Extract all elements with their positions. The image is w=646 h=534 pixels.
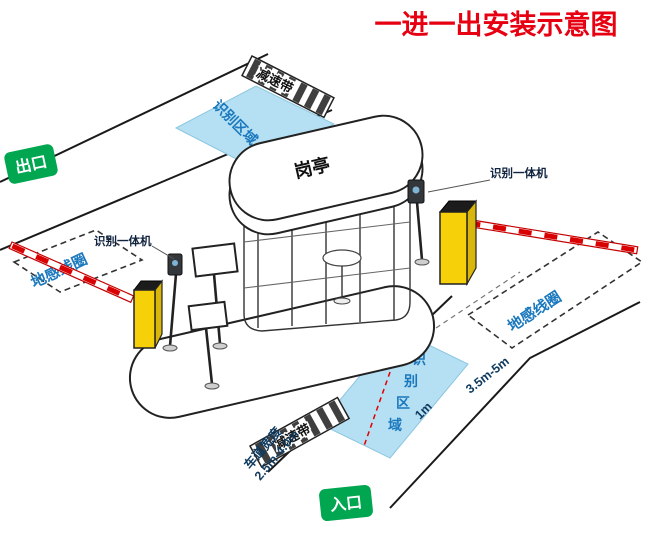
entry-lane-right-edge (389, 301, 641, 509)
coil-distance-label: 3.5m-5m (463, 354, 512, 396)
barrier-left (8, 241, 164, 349)
barrier-left-cabinet (133, 289, 156, 349)
recognition-zone-top: 识别区域 (174, 85, 336, 169)
sign-board-large (191, 242, 239, 278)
recognition-zone-bottom-char2: 别 (403, 373, 418, 389)
recognition-zone-bottom-char4: 域 (388, 417, 402, 433)
reader-left: 识别一体机 (94, 234, 183, 352)
ground-coil-left-loop (12, 229, 144, 293)
booth-table (322, 249, 362, 267)
booth-roof-top (228, 114, 424, 222)
sign-boards (187, 242, 239, 390)
ground-coil-right-loop (466, 231, 644, 349)
recognition-zone-bottom-area (319, 329, 469, 459)
barrier-right-arm (464, 218, 639, 255)
barrier-right-cabinet (439, 211, 468, 285)
reader-right: 识别一体机 (407, 166, 548, 266)
reader-left-label: 识别一体机 (94, 234, 152, 248)
sign-board-small (187, 300, 229, 332)
barrier-left-arm (8, 241, 135, 304)
exit-sign: 出口 (4, 144, 58, 184)
reader-right-label: 识别一体机 (490, 166, 548, 180)
guard-booth: 岗亭 (228, 114, 424, 332)
speed-bump-bottom: 减速带 (248, 396, 351, 469)
entrance-sign: 入口 (319, 484, 373, 522)
barrier-right (438, 199, 639, 287)
booth-body (243, 173, 411, 332)
entrance-sign-label: 入口 (329, 493, 363, 514)
recognition-zone-bottom-char3: 区 (396, 395, 410, 411)
recognition-zone-top-area (174, 85, 336, 169)
coil-distance-line (435, 271, 521, 329)
page-title: 一进一出安装示意图 (375, 9, 618, 40)
ground-coil-right-label: 地感线圈 (504, 288, 564, 336)
